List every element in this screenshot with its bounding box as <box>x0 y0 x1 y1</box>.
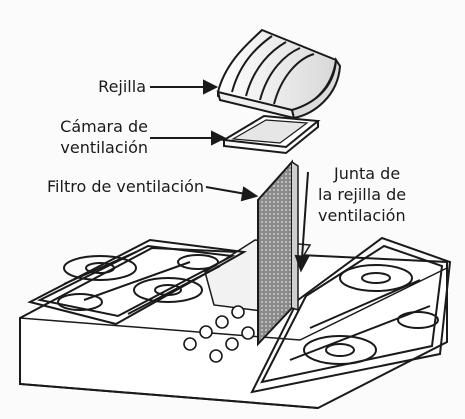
vent-grille <box>216 28 342 120</box>
vent-chamber <box>220 114 321 155</box>
control-knobs <box>183 305 255 363</box>
arrow-gasket <box>301 171 309 259</box>
label-gasket-line3: ventilación <box>318 206 406 225</box>
label-gasket-line2: la rejilla de <box>318 185 407 204</box>
label-filter: Filtro de ventilación <box>47 177 204 196</box>
label-chamber-line1: Cámara de <box>60 117 148 136</box>
label-gasket-line1: Junta de <box>334 164 401 183</box>
right-burner-grate <box>250 236 452 394</box>
label-grille: Rejilla <box>98 77 146 96</box>
label-chamber-line2: ventilación <box>60 138 148 157</box>
arrow-filter <box>205 186 247 195</box>
cooktop-surface <box>19 246 448 410</box>
leader-lines <box>150 79 310 273</box>
left-burner-grate <box>27 238 248 326</box>
